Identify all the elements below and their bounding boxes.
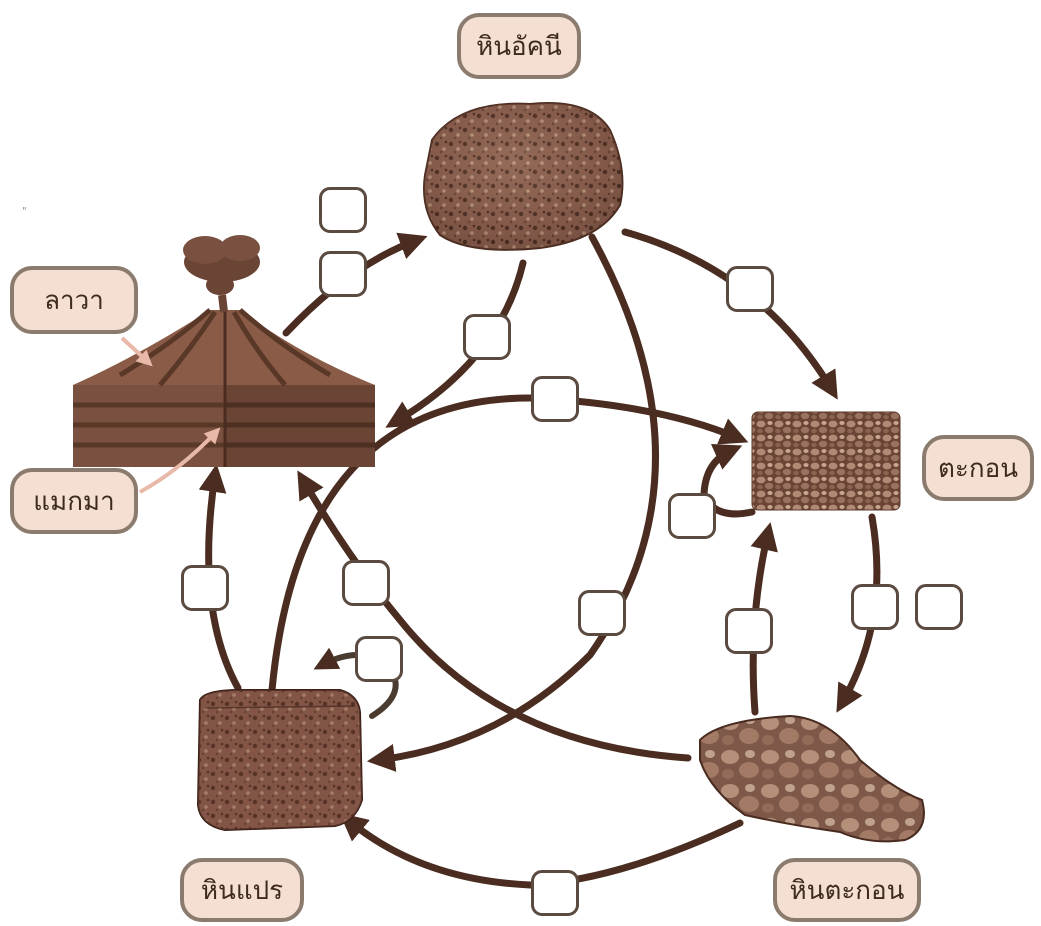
igneous-rock-image — [423, 102, 624, 251]
blank-box[interactable] — [531, 870, 579, 916]
blank-box[interactable] — [915, 584, 963, 630]
label-metamorphic: หินแปร — [180, 858, 304, 922]
blank-box[interactable] — [725, 608, 773, 654]
arrow-igneous-to-sediment — [621, 228, 838, 400]
blank-box[interactable] — [342, 560, 390, 606]
blank-box[interactable] — [319, 251, 367, 297]
blank-box[interactable] — [851, 584, 899, 630]
blank-box[interactable] — [668, 493, 716, 539]
label-sedimentary: หินตะกอน — [773, 858, 921, 922]
label-magma: แมกมา — [10, 468, 138, 534]
blank-box[interactable] — [319, 187, 367, 233]
blank-box[interactable] — [726, 266, 774, 312]
arrow-sedimentary-to-volcano — [297, 470, 692, 762]
blank-box[interactable] — [181, 565, 229, 611]
arrow-metamorphic-to-sediment — [268, 394, 749, 694]
lava-pointer — [120, 336, 153, 367]
blank-box[interactable] — [531, 376, 579, 422]
stray-mark: " — [22, 206, 27, 217]
blank-box[interactable] — [463, 314, 511, 360]
blank-box[interactable] — [578, 590, 626, 636]
blank-box[interactable] — [355, 636, 403, 682]
sediment-image — [751, 411, 901, 511]
label-lava: ลาวา — [10, 266, 138, 334]
sedimentary-rock-image — [699, 714, 925, 843]
label-sediment: ตะกอน — [922, 435, 1034, 501]
magma-pointer — [139, 427, 221, 494]
arrow-sedimentary-to-metamorphic — [339, 812, 744, 889]
label-igneous: หินอัคนี — [457, 13, 581, 79]
metamorphic-rock-image — [196, 689, 364, 832]
arrow-igneous-to-metamorphic — [366, 233, 659, 772]
